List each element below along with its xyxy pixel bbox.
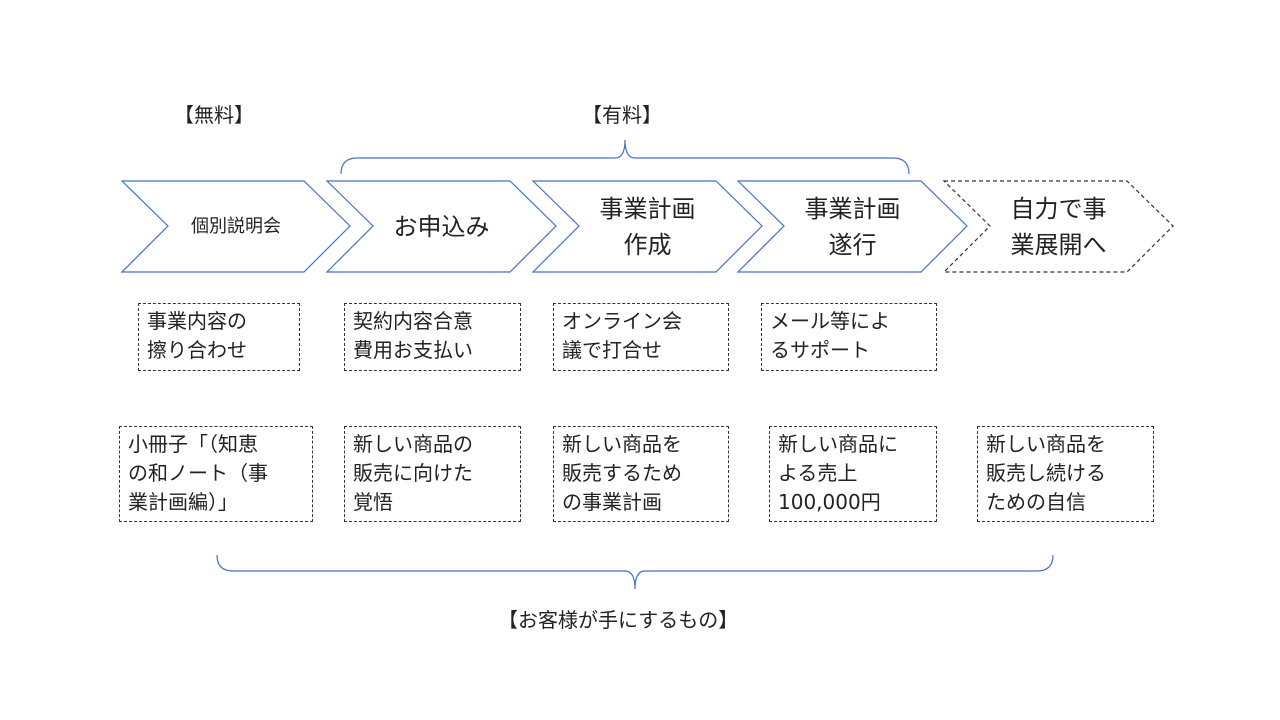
deliverable-3-line-1: 新しい商品を xyxy=(562,432,682,456)
deliverable-2-line-2: 販売に向けた xyxy=(353,461,473,485)
step-4-line-1: 事業計画 xyxy=(804,194,901,223)
deliverable-3-line-3: の事業計画 xyxy=(562,490,662,514)
step-3-text: 事業計画 作成 xyxy=(579,181,716,272)
deliverable-5-line-1: 新しい商品を xyxy=(986,432,1106,456)
step-3-line-2: 作成 xyxy=(623,230,672,259)
step-1-text: 個別説明会 xyxy=(168,181,304,272)
deliverable-box-1: 小冊子「（知恵 の和ノート（事 業計画編）」 xyxy=(119,426,313,522)
step-5-text: 自力で事 業展開へ xyxy=(990,181,1127,272)
paid-label: 【有料】 xyxy=(582,103,662,127)
step-2-line-1: お申込み xyxy=(393,212,490,241)
deliverable-2-line-3: 覚悟 xyxy=(353,490,393,514)
customer-gets-label: 【お客様が手にするもの】 xyxy=(498,608,739,632)
step-4-text: 事業計画 遂行 xyxy=(784,181,921,272)
deliverable-1-line-1: 小冊子「（知恵 xyxy=(128,432,258,456)
activity-1-line-1: 事業内容の xyxy=(147,309,247,333)
activity-4-line-1: メール等によ xyxy=(770,309,890,333)
deliverable-box-5: 新しい商品を 販売し続ける ための自信 xyxy=(977,426,1154,522)
deliverable-box-2: 新しい商品の 販売に向けた 覚悟 xyxy=(344,426,521,522)
activity-2-line-2: 費用お支払い xyxy=(353,338,473,362)
activity-box-3: オンライン会 議で打合せ xyxy=(553,303,729,371)
deliverable-1-line-2: の和ノート（事 xyxy=(128,461,268,485)
deliverable-1-line-3: 業計画編）」 xyxy=(128,490,238,514)
deliverable-box-4: 新しい商品に よる売上 100,000円 xyxy=(769,426,937,522)
deliverable-4-line-1: 新しい商品に xyxy=(778,432,898,456)
step-5-line-1: 自力で事 xyxy=(1010,194,1107,223)
step-2-text: お申込み xyxy=(373,181,510,272)
step-3-line-1: 事業計画 xyxy=(599,194,696,223)
activity-box-4: メール等によ るサポート xyxy=(761,303,937,371)
paid-range-bracket xyxy=(340,139,910,175)
step-4-line-2: 遂行 xyxy=(828,230,877,259)
activity-3-line-2: 議で打合せ xyxy=(562,338,662,362)
deliverable-box-3: 新しい商品を 販売するため の事業計画 xyxy=(553,426,729,522)
customer-gets-bracket xyxy=(216,554,1054,590)
deliverable-2-line-1: 新しい商品の xyxy=(353,432,473,456)
activity-1-line-2: 擦り合わせ xyxy=(147,338,247,362)
deliverable-4-line-3: 100,000円 xyxy=(778,490,881,514)
free-label: 【無料】 xyxy=(174,103,254,127)
chevron-step-1 xyxy=(120,180,351,273)
chevron-step-2 xyxy=(325,180,557,273)
deliverable-3-line-2: 販売するため xyxy=(562,461,682,485)
activity-box-1: 事業内容の 擦り合わせ xyxy=(138,303,300,371)
step-1-line-1: 個別説明会 xyxy=(191,216,281,237)
activity-box-2: 契約内容合意 費用お支払い xyxy=(344,303,521,371)
activity-4-line-2: るサポート xyxy=(770,338,870,362)
step-5-line-2: 業展開へ xyxy=(1010,230,1107,259)
chevron-step-3 xyxy=(531,180,763,273)
deliverable-5-line-2: 販売し続ける xyxy=(986,461,1106,485)
activity-3-line-1: オンライン会 xyxy=(562,309,682,333)
chevron-step-4 xyxy=(736,180,968,273)
chevron-step-5 xyxy=(942,180,1174,273)
deliverable-5-line-3: ための自信 xyxy=(986,490,1086,514)
deliverable-4-line-2: よる売上 xyxy=(778,461,858,485)
activity-2-line-1: 契約内容合意 xyxy=(353,309,473,333)
